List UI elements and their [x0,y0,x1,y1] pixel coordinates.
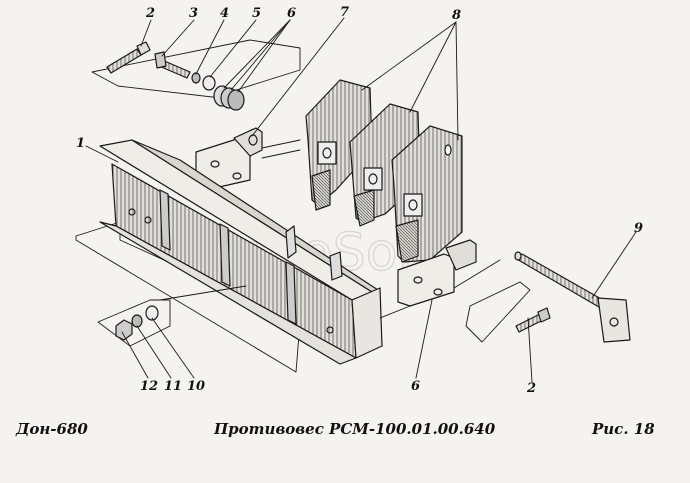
assembly-path-lines [159,139,501,319]
callout-9: 9 [634,221,643,236]
callout-10: 10 [187,379,205,394]
frame-1 [75,139,383,373]
bolt-2-lower [465,281,551,343]
callout-12: 12 [140,379,158,394]
callout-7: 7 [340,5,349,20]
washer-11 [131,314,143,328]
nut-12 [115,319,133,341]
callout-6: 6 [287,6,296,21]
leader-lines [85,17,637,383]
model-caption: Дон-680 [16,420,88,438]
washer-10 [145,305,159,321]
washer-5 [202,75,216,91]
callouts: 2 3 4 5 6 7 8 1 9 6 2 12 11 10 [76,5,643,396]
callout-2-lower: 2 [526,381,536,396]
callout-1: 1 [76,136,85,151]
bracket-6-lower [397,239,477,307]
figure-number: Рис. 18 [592,420,655,438]
bracket-7 [195,127,263,191]
callout-5: 5 [252,6,261,21]
spacer-stack-6 [213,85,245,111]
callout-2: 2 [145,6,155,21]
figure-title: Противовес РСМ-100.01.00.640 [214,420,496,438]
weight-plate [305,79,373,211]
callout-3: 3 [189,6,198,21]
callout-6-lower: 6 [411,379,420,394]
callout-11: 11 [164,379,182,394]
pin-9 [514,251,631,343]
top-fastener-group [91,39,301,111]
bolt-2-top [106,41,151,74]
callout-8: 8 [452,8,461,23]
washer-4 [191,72,201,84]
nut-washer-group [97,299,171,347]
callout-4: 4 [220,6,229,21]
screw-3 [154,51,191,79]
weight-plates-8 [305,79,463,263]
